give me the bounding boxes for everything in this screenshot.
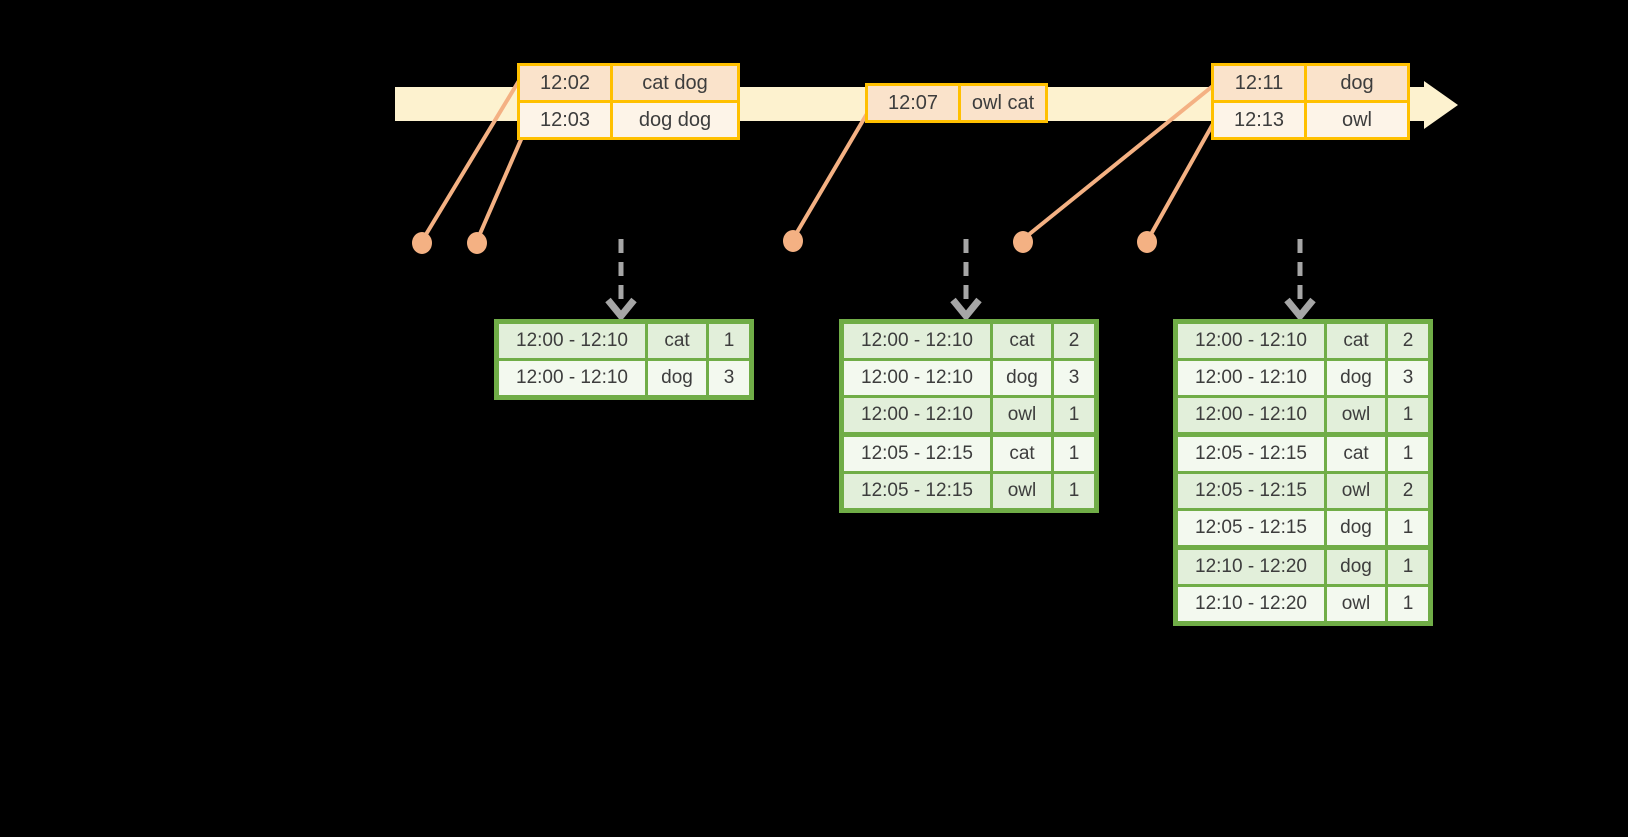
timeline-arrowhead-icon: [1424, 81, 1458, 129]
trigger-arrow: [1284, 239, 1316, 322]
window-cell: 12:10 - 12:20: [1174, 545, 1327, 587]
word-cell: owl: [990, 395, 1054, 436]
event-dot: [467, 232, 487, 254]
window-cell: 12:10 - 12:20: [1174, 584, 1327, 625]
word-cell: owl: [1324, 584, 1388, 625]
word-cell: dog: [990, 358, 1054, 398]
count-cell: 1: [1051, 432, 1098, 474]
words-cell: dog dog: [610, 100, 740, 140]
window-cell: 12:05 - 12:15: [840, 471, 993, 512]
words-cell: owl cat: [958, 83, 1048, 123]
window-cell: 12:00 - 12:10: [1174, 358, 1327, 398]
words-cell: dog: [1304, 63, 1410, 103]
down-arrowhead-icon: [1284, 297, 1316, 322]
count-cell: 1: [1051, 395, 1098, 436]
count-cell: 1: [1385, 545, 1432, 587]
count-cell: 3: [1051, 358, 1098, 398]
event-dot: [1013, 231, 1033, 253]
count-cell: 1: [706, 320, 753, 361]
word-cell: cat: [645, 320, 709, 361]
down-arrowhead-icon: [950, 297, 982, 322]
window-cell: 12:00 - 12:10: [1174, 395, 1327, 436]
count-cell: 2: [1385, 471, 1432, 511]
window-cell: 12:05 - 12:15: [1174, 508, 1327, 549]
word-cell: cat: [990, 320, 1054, 361]
event-dot: [783, 230, 803, 252]
word-cell: dog: [1324, 545, 1388, 587]
window-cell: 12:00 - 12:10: [495, 320, 648, 361]
count-cell: 1: [1385, 395, 1432, 436]
event-dot: [1137, 231, 1157, 253]
window-cell: 12:05 - 12:15: [1174, 432, 1327, 474]
word-cell: cat: [1324, 320, 1388, 361]
window-cell: 12:00 - 12:10: [840, 320, 993, 361]
event-dot: [412, 232, 432, 254]
window-cell: 12:00 - 12:10: [840, 358, 993, 398]
count-cell: 1: [1385, 508, 1432, 549]
word-cell: owl: [990, 471, 1054, 512]
word-cell: cat: [990, 432, 1054, 474]
count-cell: 3: [1385, 358, 1432, 398]
down-arrowhead-icon: [605, 297, 637, 322]
word-cell: dog: [645, 358, 709, 399]
event-connector-line: [477, 134, 525, 237]
window-cell: 12:00 - 12:10: [840, 395, 993, 436]
time-cell: 12:03: [517, 100, 613, 140]
word-cell: owl: [1324, 471, 1388, 511]
count-cell: 1: [1385, 584, 1432, 625]
word-cell: owl: [1324, 395, 1388, 436]
words-cell: owl: [1304, 100, 1410, 140]
count-cell: 2: [1385, 320, 1432, 361]
window-cell: 12:05 - 12:15: [1174, 471, 1327, 511]
trigger-arrow: [950, 239, 982, 322]
time-cell: 12:13: [1211, 100, 1307, 140]
event-connector-line: [1148, 121, 1216, 237]
window-cell: 12:00 - 12:10: [1174, 320, 1327, 361]
time-cell: 12:11: [1211, 63, 1307, 103]
window-cell: 12:00 - 12:10: [495, 358, 648, 399]
event-connector-line: [794, 110, 870, 236]
count-cell: 2: [1051, 320, 1098, 361]
count-cell: 3: [706, 358, 753, 399]
word-cell: dog: [1324, 508, 1388, 549]
time-cell: 12:07: [865, 83, 961, 123]
window-cell: 12:05 - 12:15: [840, 432, 993, 474]
count-cell: 1: [1385, 432, 1432, 474]
words-cell: cat dog: [610, 63, 740, 103]
word-cell: cat: [1324, 432, 1388, 474]
time-cell: 12:02: [517, 63, 613, 103]
count-cell: 1: [1051, 471, 1098, 512]
trigger-arrow: [605, 239, 637, 322]
word-cell: dog: [1324, 358, 1388, 398]
